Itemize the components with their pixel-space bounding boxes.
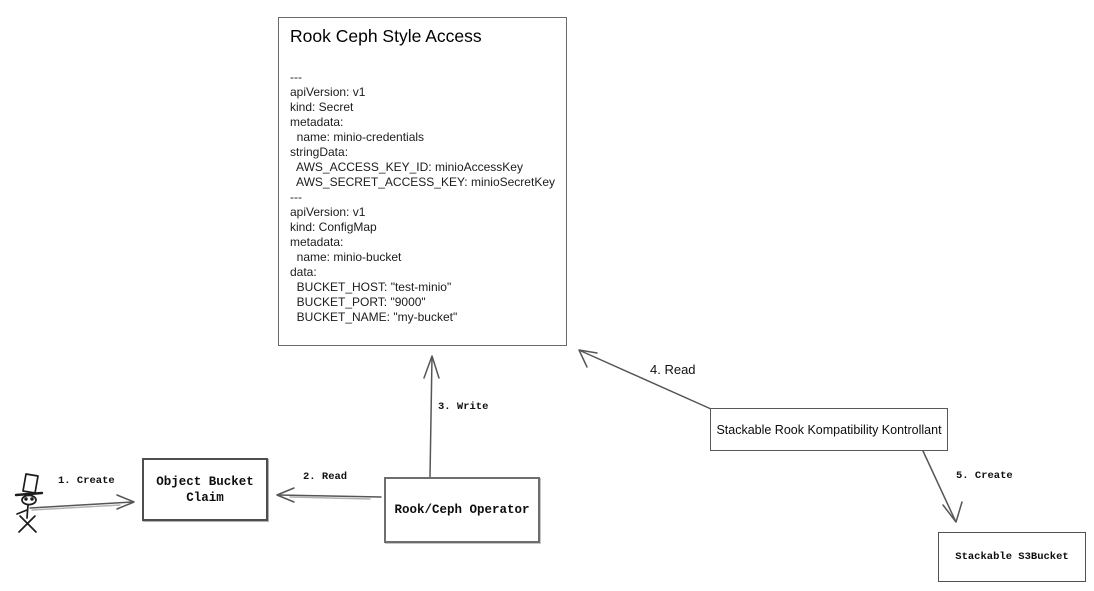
- edge-read-4: [578, 349, 712, 410]
- stick-figure-top-hat-icon: [14, 473, 44, 533]
- yaml-line: kind: Secret: [290, 100, 354, 114]
- edge-label-read-4: 4. Read: [648, 362, 698, 377]
- yaml-line: name: minio-credentials: [290, 130, 425, 144]
- edge-create-5: [922, 450, 963, 523]
- stackable-rook-kompatibility-kontrollant-node: Stackable Rook Kompatibility Kontrollant: [710, 408, 948, 451]
- edge-label-write-3: 3. Write: [436, 401, 491, 413]
- yaml-line: ---: [290, 70, 302, 84]
- box-title: Rook Ceph Style Access: [290, 26, 482, 46]
- edge-label-read-2: 2. Read: [301, 471, 350, 483]
- object-bucket-claim-node: Object Bucket Claim: [142, 458, 268, 521]
- yaml-line: name: minio-bucket: [290, 250, 402, 264]
- node-label-line1: Object Bucket: [156, 474, 254, 489]
- yaml-line: apiVersion: v1: [290, 205, 366, 219]
- rook-ceph-operator-node: Rook/Ceph Operator: [384, 477, 540, 543]
- yaml-line: ---: [290, 190, 302, 204]
- yaml-line: AWS_ACCESS_KEY_ID: minioAccessKey: [290, 160, 523, 174]
- yaml-line: BUCKET_NAME: "my-bucket": [290, 310, 458, 324]
- edge-write-3: [423, 355, 440, 478]
- edge-read-2: [276, 487, 382, 503]
- edge-label-create-5: 5. Create: [954, 470, 1015, 482]
- yaml-manifest: --- apiVersion: v1 kind: Secret metadata…: [290, 70, 566, 325]
- yaml-line: metadata:: [290, 115, 344, 129]
- yaml-line: stringData:: [290, 145, 349, 159]
- yaml-line: AWS_SECRET_ACCESS_KEY: minioSecretKey: [290, 175, 555, 189]
- yaml-line: kind: ConfigMap: [290, 220, 377, 234]
- node-label-line2: Claim: [186, 490, 224, 505]
- stackable-s3bucket-node: Stackable S3Bucket: [938, 532, 1086, 582]
- yaml-line: BUCKET_HOST: "test-minio": [290, 280, 452, 294]
- node-label: Stackable Rook Kompatibility Kontrollant: [716, 422, 942, 437]
- node-label: Rook/Ceph Operator: [394, 503, 530, 517]
- edge-create-1: [29, 494, 135, 511]
- yaml-line: metadata:: [290, 235, 344, 249]
- yaml-line: data:: [290, 265, 317, 279]
- rook-ceph-style-access-box: Rook Ceph Style Access --- apiVersion: v…: [278, 17, 567, 346]
- yaml-line: BUCKET_PORT: "9000": [290, 295, 426, 309]
- edge-label-create-1: 1. Create: [56, 475, 117, 487]
- node-label: Stackable S3Bucket: [955, 551, 1069, 563]
- yaml-line: apiVersion: v1: [290, 85, 366, 99]
